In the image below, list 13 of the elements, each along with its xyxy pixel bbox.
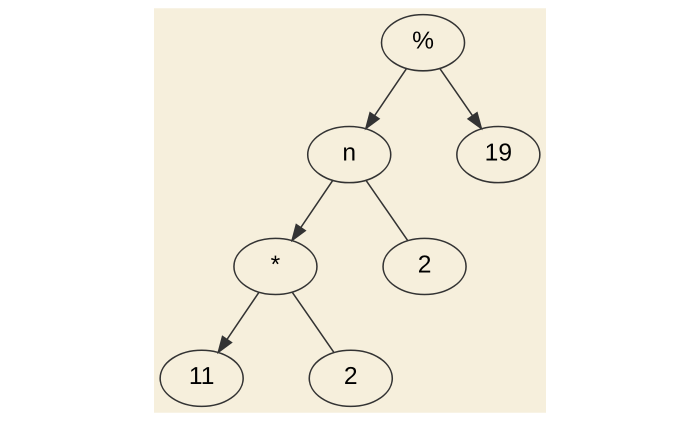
arrow [439, 68, 483, 130]
node-ellipse: n [306, 126, 392, 184]
node-ellipse: 19 [456, 126, 541, 184]
arrow [364, 68, 407, 130]
node-ellipse: 11 [159, 349, 244, 408]
arrow [217, 292, 260, 354]
connector [292, 292, 334, 353]
connector [366, 180, 408, 241]
arrow [290, 180, 334, 242]
node-ellipse: 2 [308, 349, 394, 408]
node-ellipse: % [380, 14, 466, 72]
node-ellipse: * [233, 238, 318, 296]
node-ellipse: 2 [382, 238, 467, 296]
